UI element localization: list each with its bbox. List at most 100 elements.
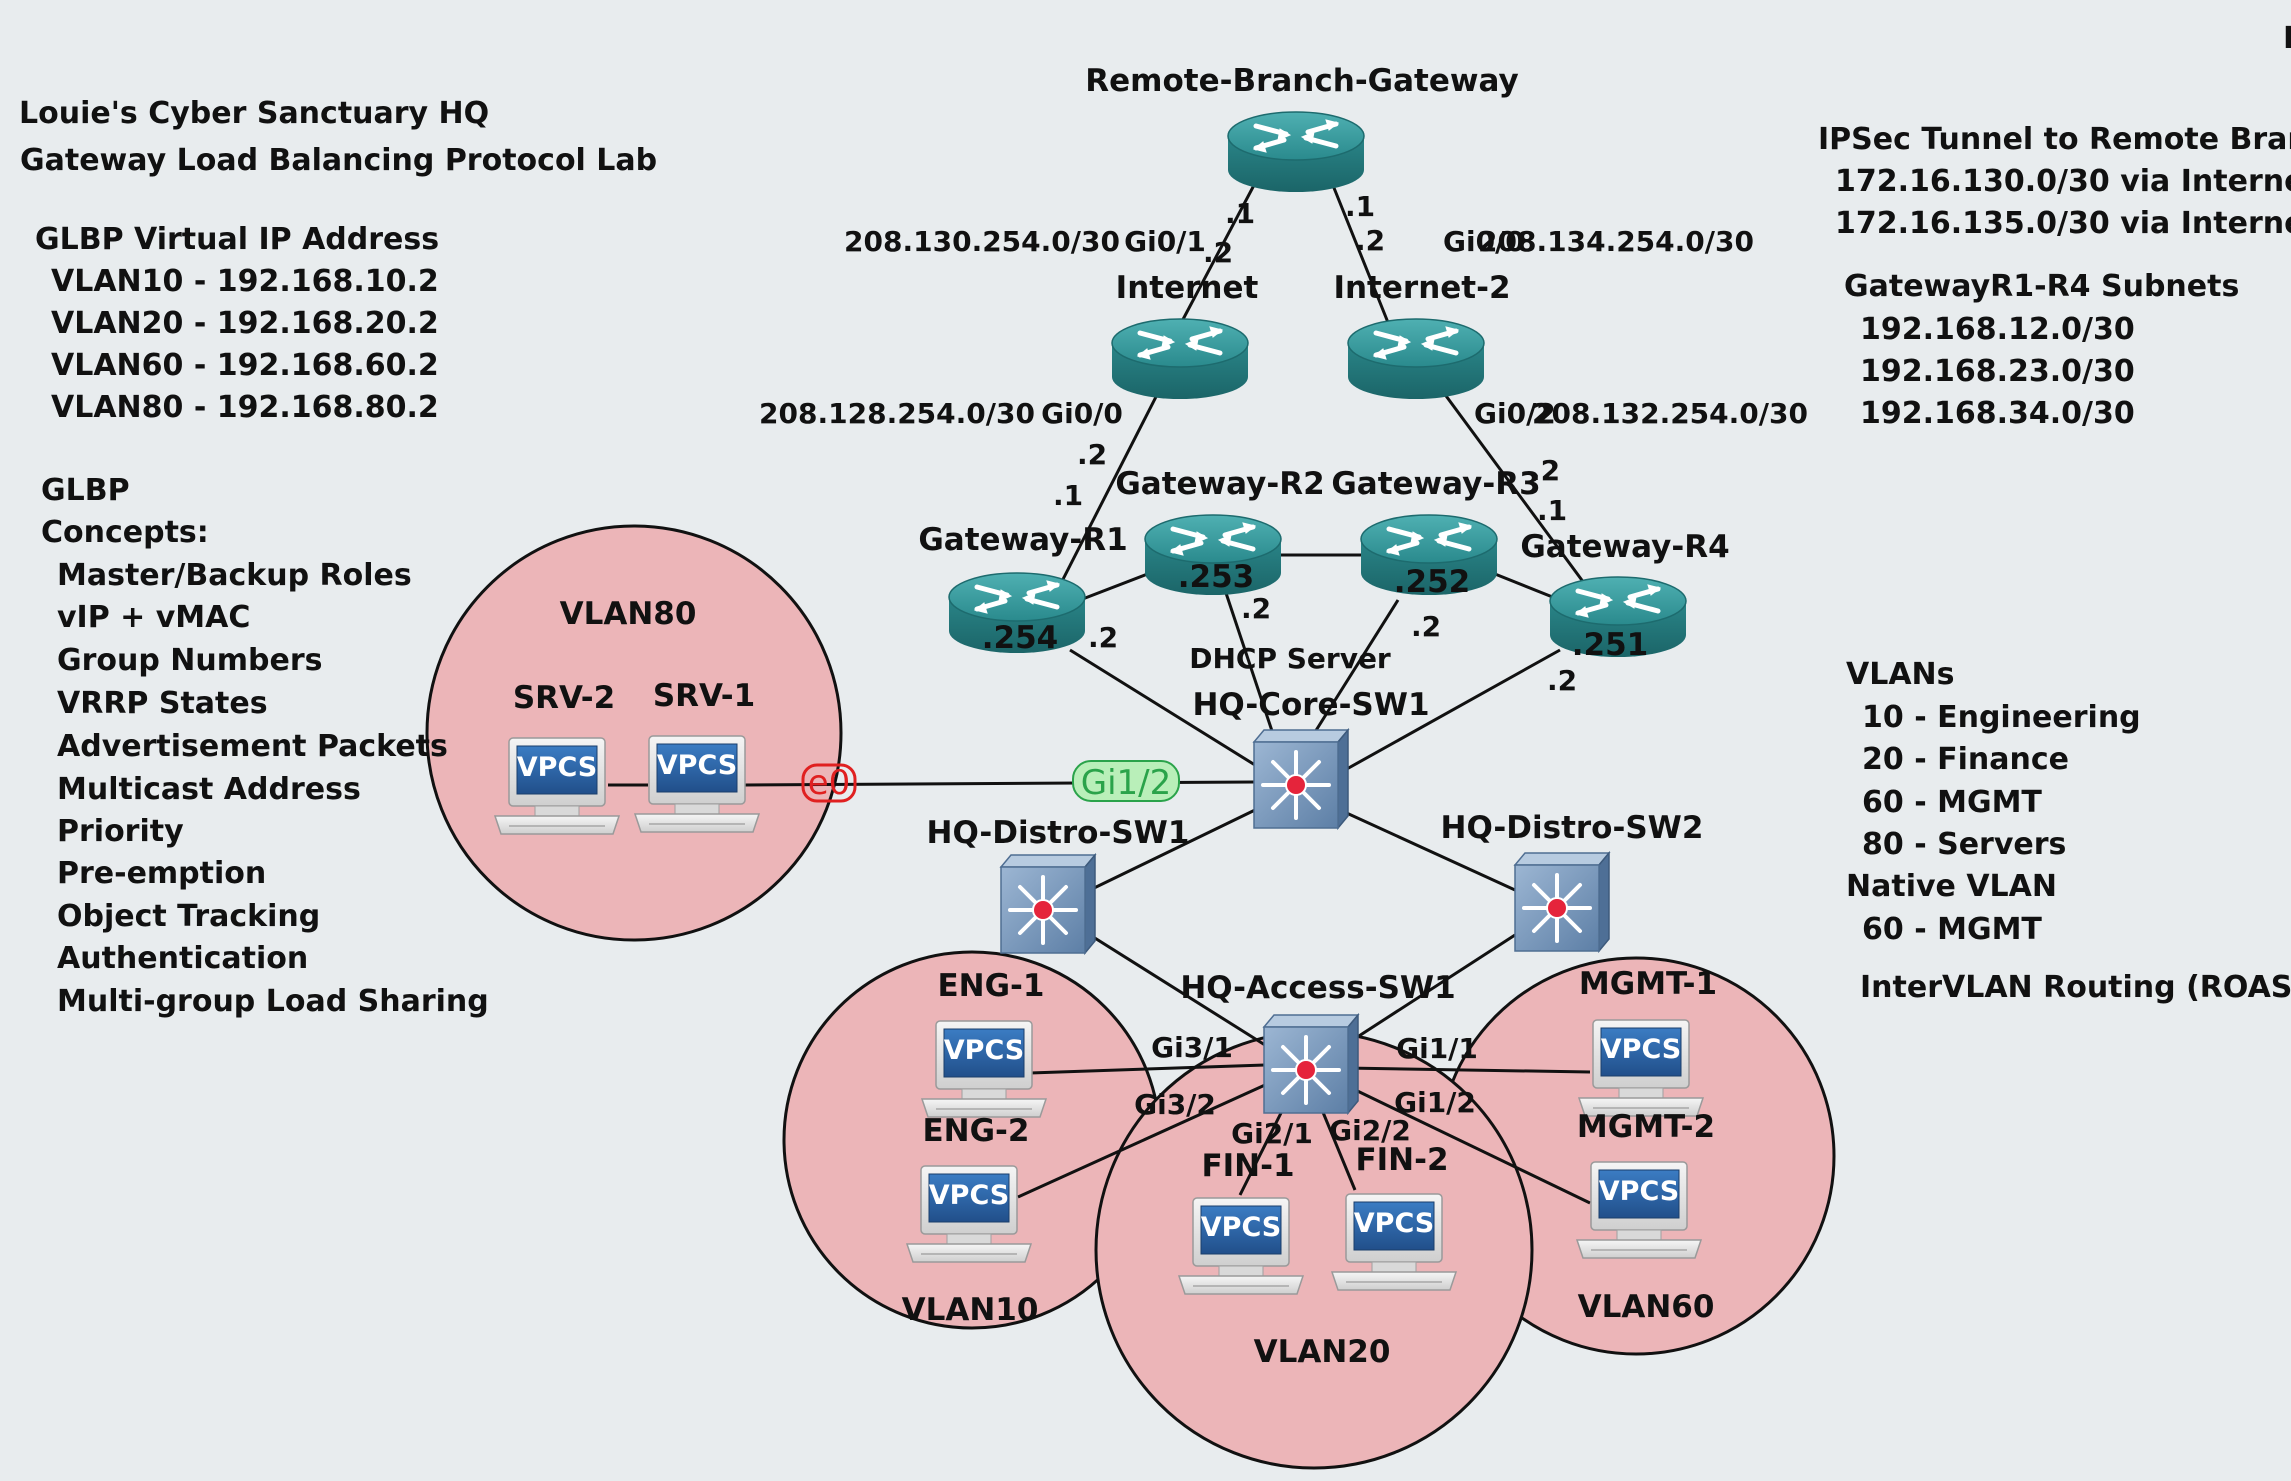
concept-item: Authentication bbox=[57, 941, 308, 976]
r4-core-dot2: .2 bbox=[1547, 664, 1577, 697]
glbp-vip-item: VLAN20 - 192.168.20.2 bbox=[51, 306, 439, 341]
gi0-0-top-label: Gi0/0 bbox=[1443, 225, 1525, 258]
rb-dot1-left: .1 bbox=[1225, 197, 1255, 230]
zones bbox=[425, 524, 1836, 1470]
rb-dot2-right: .2 bbox=[1355, 224, 1385, 257]
subnets-heading: GatewayR1-R4 Subnets bbox=[1844, 269, 2239, 304]
internet-label: Internet bbox=[1116, 270, 1259, 306]
eng2-label: ENG-2 bbox=[922, 1113, 1029, 1149]
concept-item: Advertisement Packets bbox=[57, 729, 448, 764]
eng1-vpcs-label: VPCS bbox=[944, 1035, 1024, 1066]
mgmt2-vpcs-label: VPCS bbox=[1599, 1176, 1679, 1207]
link-core-distro2 bbox=[1339, 808, 1516, 892]
glbp-vip-item: VLAN60 - 192.168.60.2 bbox=[51, 348, 439, 383]
vlan-item: 60 - MGMT bbox=[1862, 785, 2042, 820]
concept-item: VRRP States bbox=[57, 686, 268, 721]
r2-core-dot2: .2 bbox=[1241, 592, 1271, 625]
right-notes: I IPSec Tunnel to Remote Branch 172.16.1… bbox=[1818, 21, 2291, 1005]
srv2-host[interactable]: VPCS bbox=[494, 737, 620, 835]
internet-router[interactable] bbox=[1112, 319, 1248, 399]
port-e0-label: e0 bbox=[808, 763, 851, 803]
link-access-eng1 bbox=[1029, 1063, 1266, 1075]
mgmt2-host[interactable]: VPCS bbox=[1576, 1161, 1702, 1259]
gateway-r1-label: Gateway-R1 bbox=[918, 522, 1127, 558]
vlan60-label: VLAN60 bbox=[1578, 1289, 1715, 1325]
device-labels: Remote-Branch-Gateway Internet Internet-… bbox=[513, 63, 1730, 1370]
concept-item: Multicast Address bbox=[57, 772, 361, 807]
subnet-item: 192.168.23.0/30 bbox=[1860, 354, 2135, 389]
rb-dot1-right: .1 bbox=[1345, 190, 1375, 223]
r3-core-dot2: .2 bbox=[1411, 610, 1441, 643]
hq-distro-sw1[interactable] bbox=[999, 853, 1097, 955]
gi0-2-label: Gi0/2 bbox=[1474, 397, 1556, 430]
net-208-134-label: 208.134.254.0/30 bbox=[1478, 225, 1754, 258]
srv1-host[interactable]: VPCS bbox=[634, 735, 760, 833]
ipsec-item: 172.16.130.0/30 via Internet-1 bbox=[1835, 164, 2291, 199]
vlans-heading: VLANs bbox=[1846, 657, 1955, 692]
gi3-1-label: Gi3/1 bbox=[1151, 1031, 1233, 1064]
fin1-host[interactable]: VPCS bbox=[1178, 1197, 1304, 1295]
gateway-r1-ip: .254 bbox=[982, 620, 1059, 656]
gateway-r4-label: Gateway-R4 bbox=[1520, 529, 1729, 565]
link-r1-core bbox=[1069, 648, 1256, 767]
glbp-vip-item: VLAN80 - 192.168.80.2 bbox=[51, 390, 439, 425]
vlan80-label: VLAN80 bbox=[560, 596, 697, 632]
eng2-host[interactable]: VPCS bbox=[906, 1165, 1032, 1263]
mgmt1-host[interactable]: VPCS bbox=[1578, 1019, 1704, 1117]
link-r2-core bbox=[1223, 589, 1277, 741]
gateway-r2-label: Gateway-R2 bbox=[1115, 466, 1324, 502]
link-internet1-r1 bbox=[1053, 384, 1164, 596]
gi0-1-label: Gi0/1 bbox=[1124, 225, 1206, 258]
link-distro2-access bbox=[1344, 933, 1516, 1047]
link-access-mgmt1 bbox=[1344, 1066, 1591, 1074]
hq-core-sw1[interactable] bbox=[1252, 728, 1350, 830]
subnet-item: 192.168.34.0/30 bbox=[1860, 396, 2135, 431]
link-internet2-r4 bbox=[1436, 384, 1586, 584]
vlan-item: 10 - Engineering bbox=[1862, 700, 2141, 735]
link-r3-core bbox=[1308, 599, 1400, 741]
concept-item: Pre-emption bbox=[57, 856, 266, 891]
lab-title-line1: Louie's Cyber Sanctuary HQ bbox=[19, 96, 489, 131]
link-access-fin1 bbox=[1238, 1104, 1287, 1196]
concept-item: Multi-group Load Sharing bbox=[57, 984, 489, 1019]
port-gi1-2-core-badge[interactable]: Gi1/2 bbox=[1072, 760, 1180, 803]
remote-branch-gateway[interactable] bbox=[1228, 112, 1364, 192]
concept-item: Object Tracking bbox=[57, 899, 320, 934]
gi0-0-left-label: Gi0/0 bbox=[1041, 397, 1123, 430]
gateway-r4-ip: .251 bbox=[1572, 627, 1649, 663]
port-gi1-2-core-label: Gi1/2 bbox=[1081, 763, 1172, 803]
hq-access-sw1[interactable] bbox=[1262, 1013, 1360, 1115]
concept-item: vIP + vMAC bbox=[57, 600, 250, 635]
link-core-distro1 bbox=[1089, 808, 1256, 892]
hq-distro-sw2[interactable] bbox=[1513, 851, 1611, 953]
gi2-2-label: Gi2/2 bbox=[1329, 1114, 1411, 1147]
concept-item: Master/Backup Roles bbox=[57, 558, 412, 593]
intervlan-routing: InterVLAN Routing (ROAS) bbox=[1860, 970, 2291, 1005]
srv2-vpcs-label: VPCS bbox=[517, 752, 597, 783]
link-r4-core bbox=[1344, 648, 1561, 772]
dhcp-server-label: DHCP Server bbox=[1189, 642, 1391, 675]
left-notes: Louie's Cyber Sanctuary HQ Gateway Load … bbox=[19, 96, 657, 1019]
link-r3-r4 bbox=[1489, 570, 1561, 602]
links bbox=[608, 152, 1591, 1205]
r1-dot1: .1 bbox=[1053, 479, 1083, 512]
eng1-label: ENG-1 bbox=[937, 968, 1044, 1004]
srv1-vpcs-label: VPCS bbox=[657, 750, 737, 781]
fin2-host[interactable]: VPCS bbox=[1331, 1193, 1457, 1291]
link-access-mgmt2 bbox=[1344, 1083, 1591, 1205]
fin1-label: FIN-1 bbox=[1201, 1148, 1294, 1184]
glbp-vip-item: VLAN10 - 192.168.10.2 bbox=[51, 264, 439, 299]
mgmt2-label: MGMT-2 bbox=[1577, 1109, 1715, 1145]
i1-dot2: .2 bbox=[1077, 438, 1107, 471]
hq-distro-sw2-label: HQ-Distro-SW2 bbox=[1441, 810, 1704, 846]
gi3-2-label: Gi3/2 bbox=[1134, 1088, 1216, 1121]
eng1-host[interactable]: VPCS bbox=[921, 1020, 1047, 1118]
internet2-router[interactable] bbox=[1348, 319, 1484, 399]
vlan-item: 20 - Finance bbox=[1862, 742, 2069, 777]
r1-core-dot2: .2 bbox=[1088, 621, 1118, 654]
port-e0-badge[interactable]: e0 bbox=[801, 763, 857, 803]
net-208-130-label: 208.130.254.0/30 bbox=[844, 225, 1120, 258]
fin2-vpcs-label: VPCS bbox=[1354, 1208, 1434, 1239]
link-access-fin2 bbox=[1318, 1104, 1357, 1191]
link-r1-r2 bbox=[1079, 568, 1159, 602]
